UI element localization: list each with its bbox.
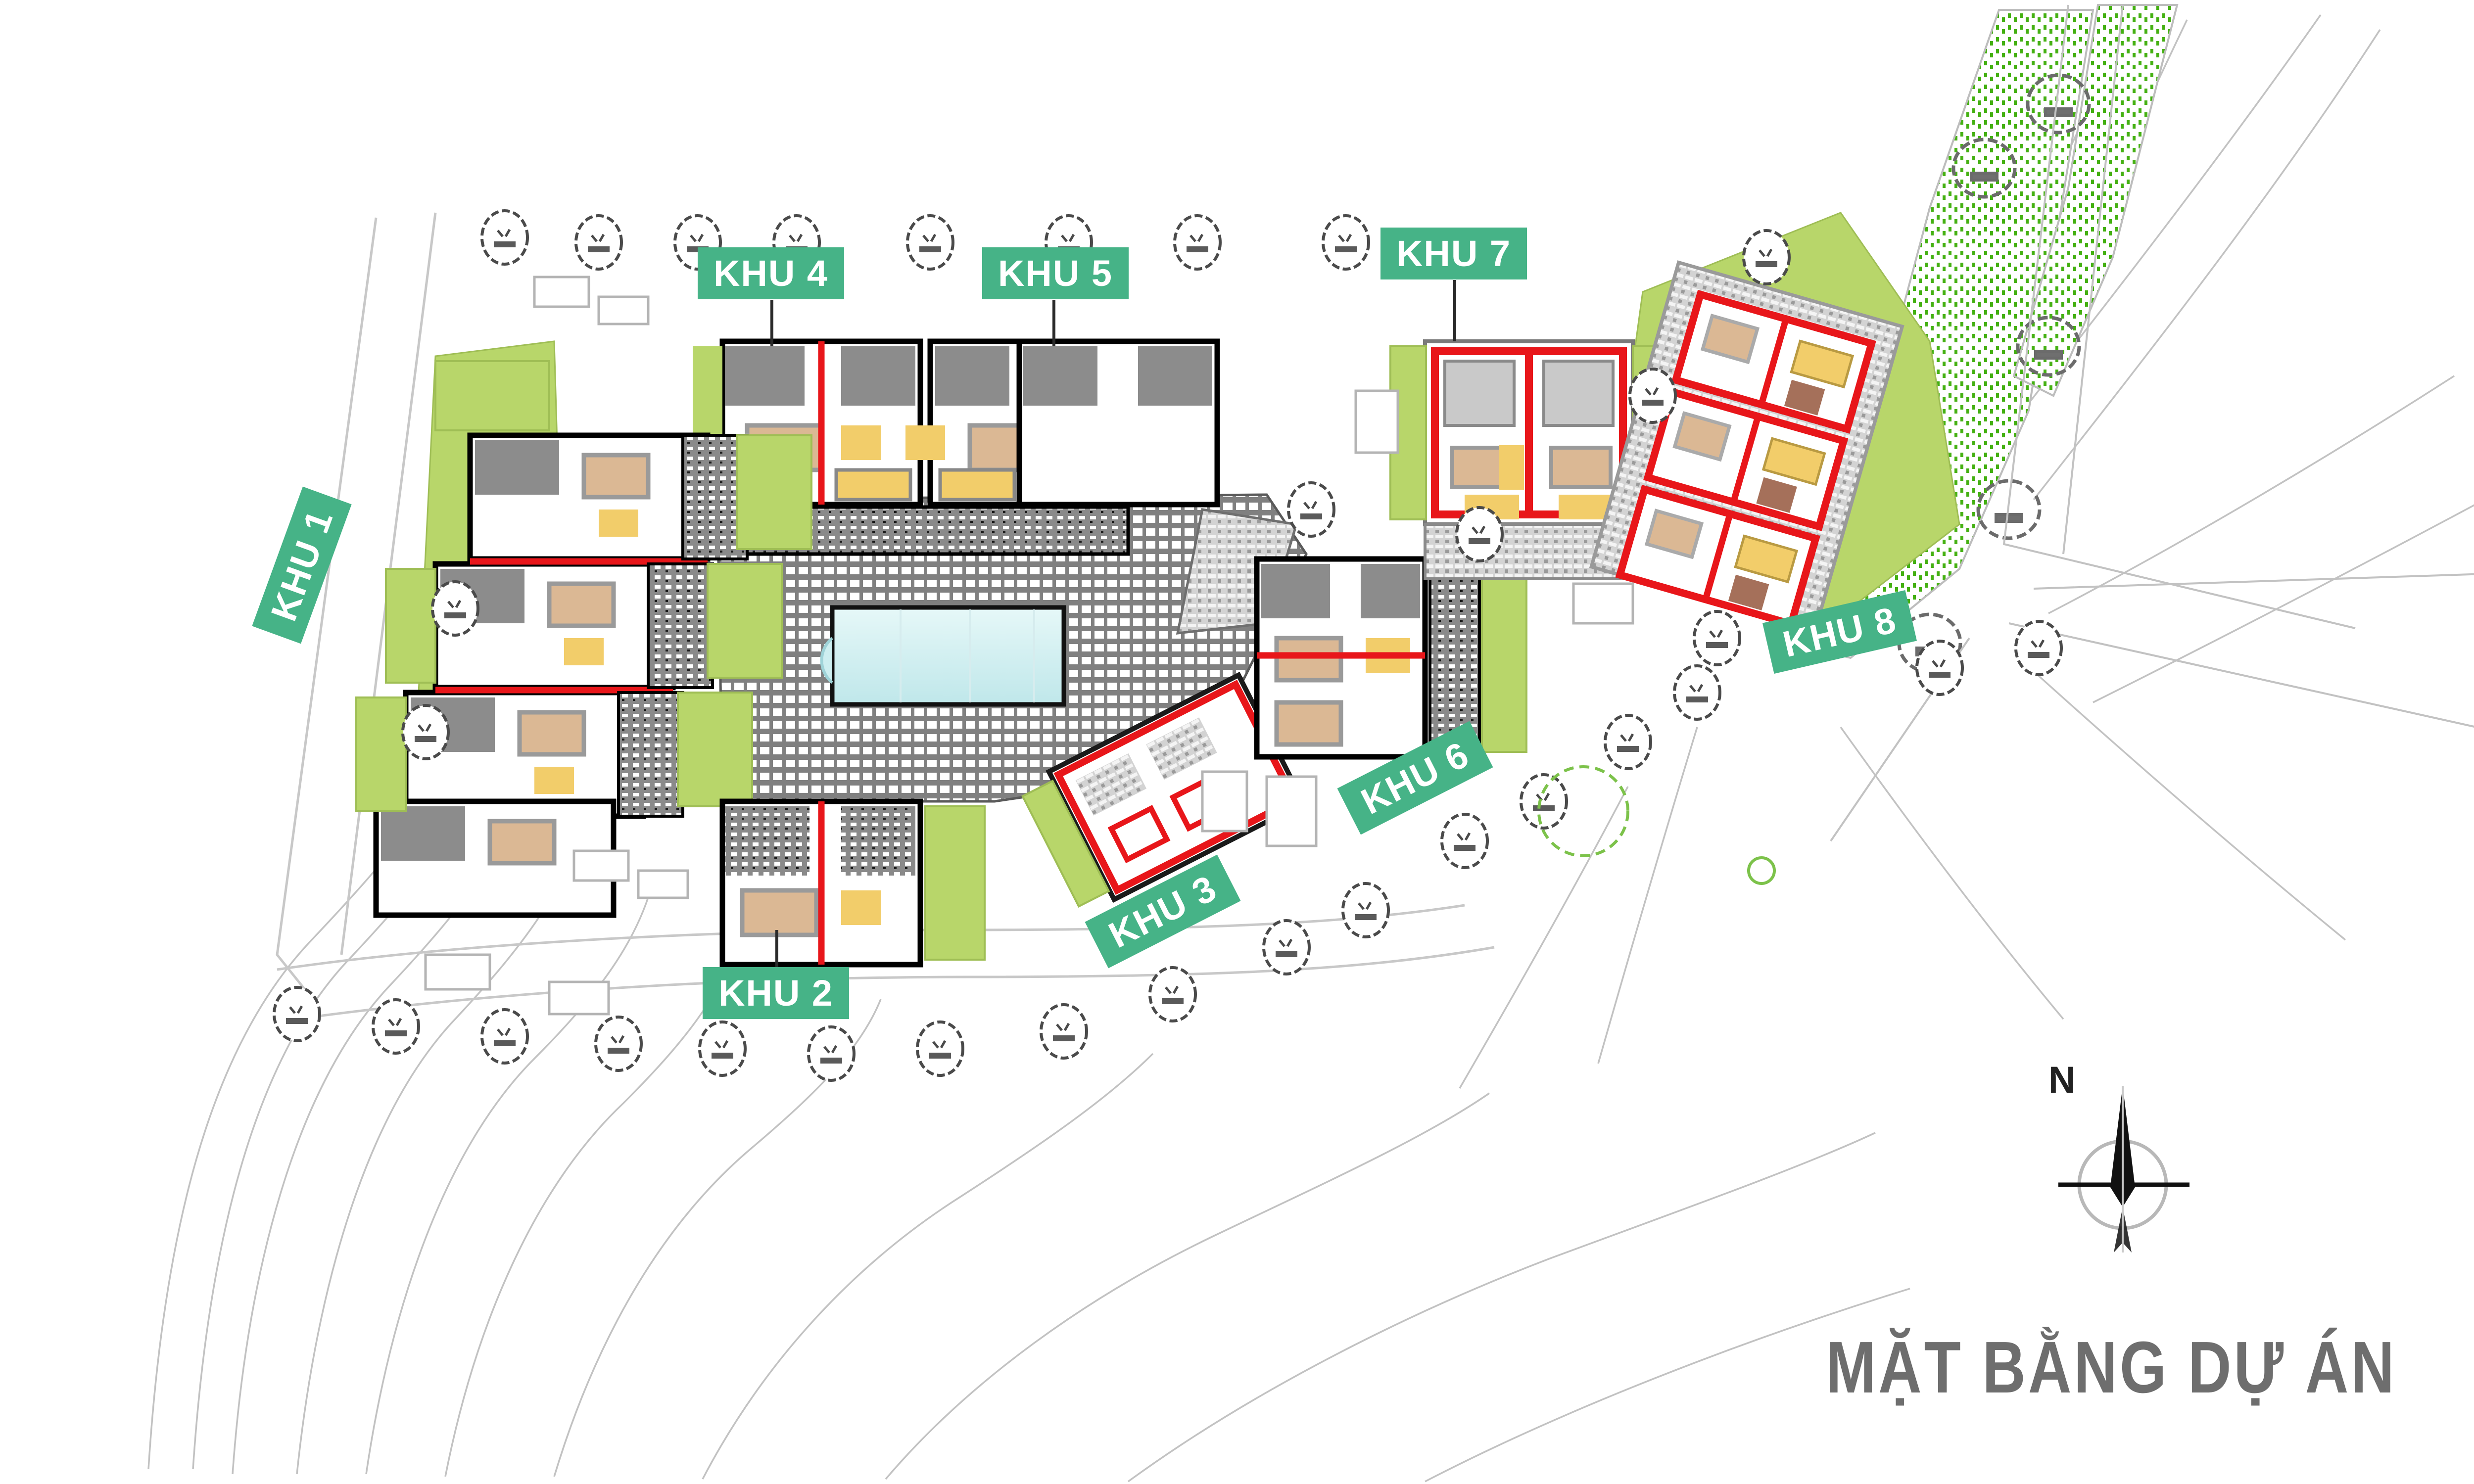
villa-cluster-khu2 <box>719 798 986 968</box>
zone-label-khu-7[interactable]: KHU 7 <box>1380 228 1527 279</box>
planting-circle <box>1537 765 1776 885</box>
right-roads <box>1830 4 2474 842</box>
villa-cluster-khu5 <box>1016 338 1220 508</box>
north-arrow: N <box>2044 1059 2207 1256</box>
zone-label-khu-5[interactable]: KHU 5 <box>982 247 1129 299</box>
swimming-pool <box>820 605 1066 707</box>
compass-rose-icon <box>2058 1086 2189 1252</box>
zone-label-khu-2[interactable]: KHU 2 <box>703 967 849 1019</box>
villa-cluster-khu1 <box>355 360 812 918</box>
page-title: MẶT BẰNG DỰ ÁN <box>1826 1327 2397 1408</box>
label-leader-lines <box>770 280 1456 967</box>
north-label: N <box>2048 1059 2076 1101</box>
villa-cluster-khu6 <box>1254 556 1527 760</box>
parking-bays <box>424 276 1634 1016</box>
zone-label-khu-4[interactable]: KHU 4 <box>698 247 844 299</box>
